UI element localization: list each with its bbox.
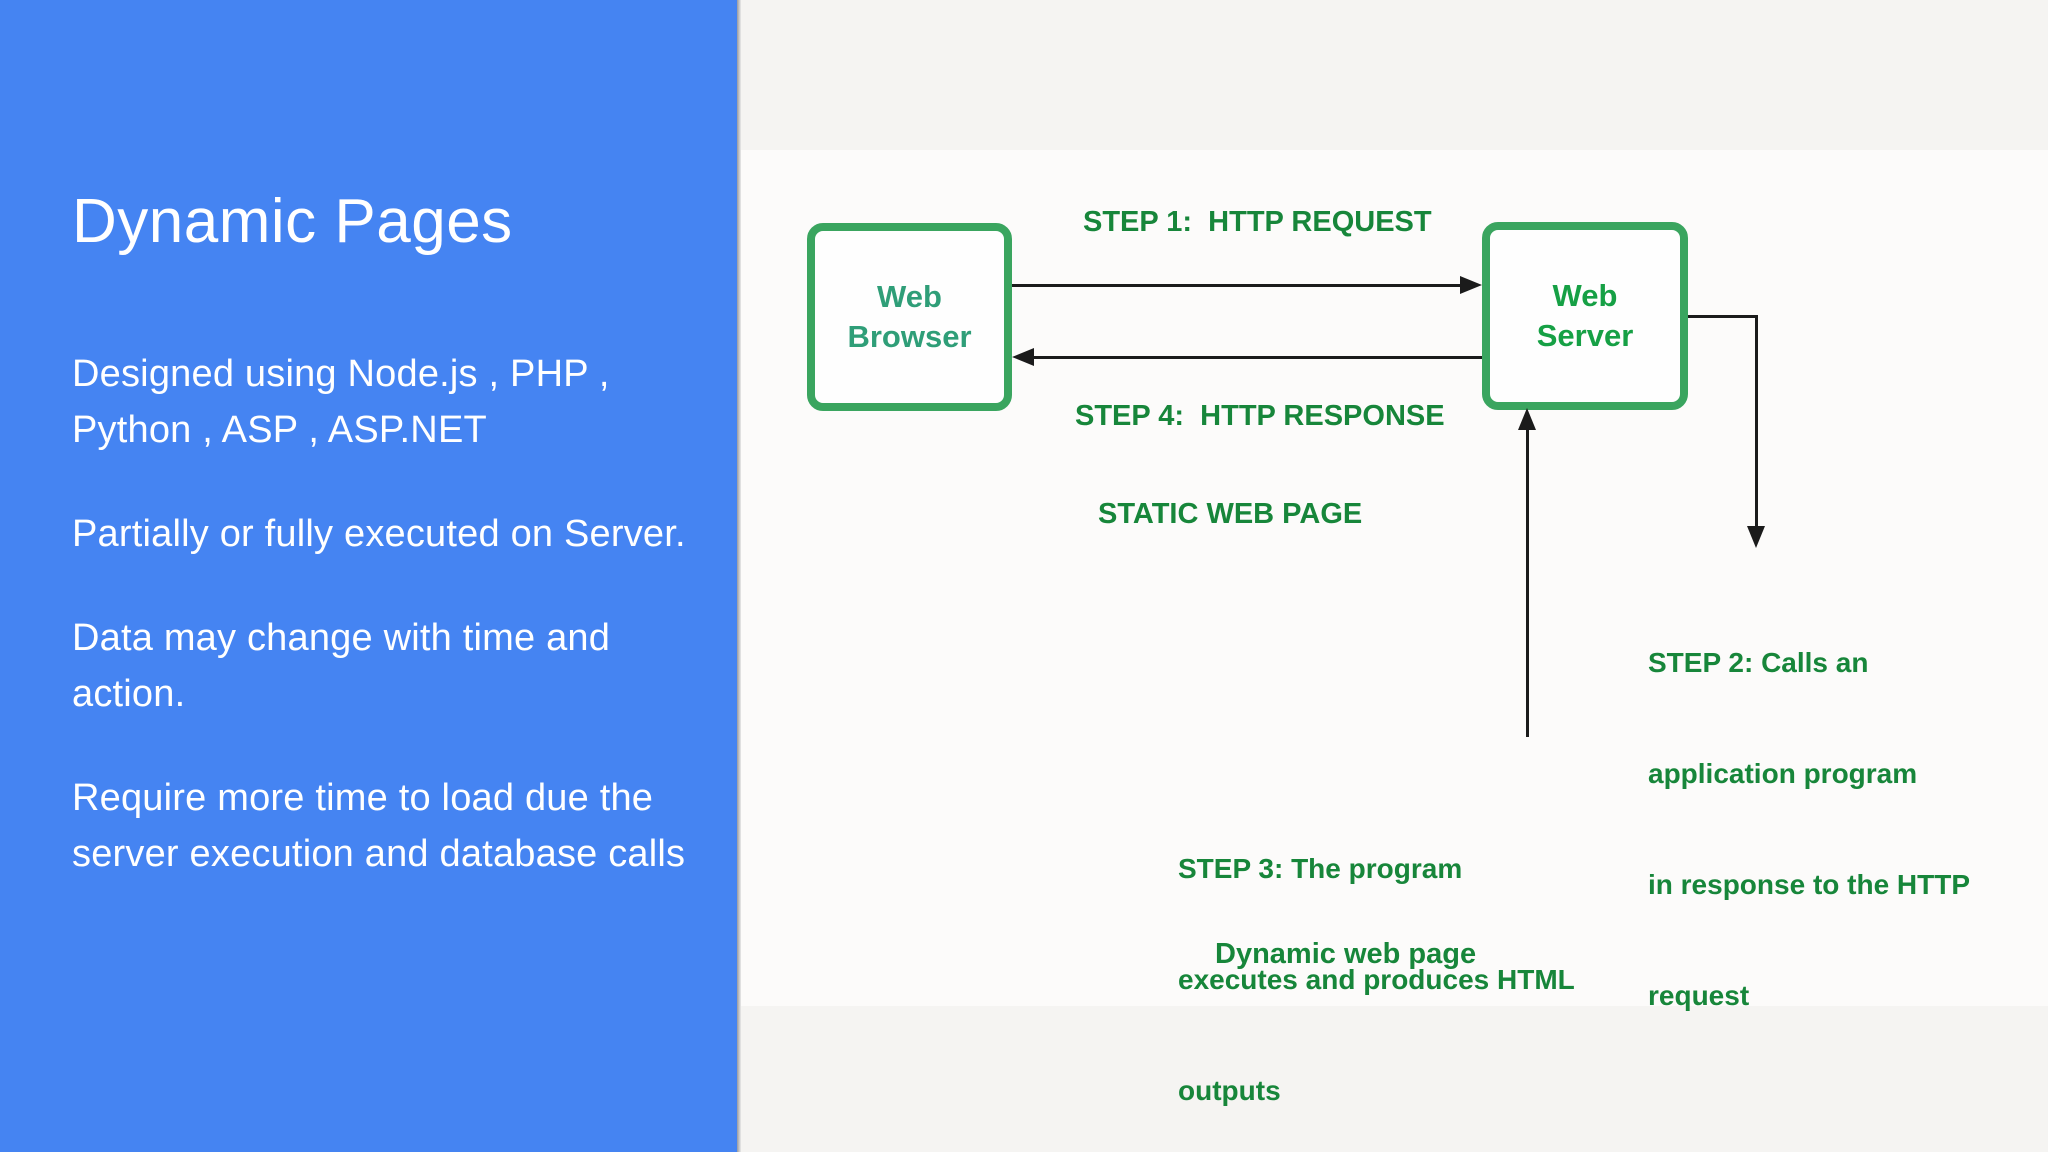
step2-elbow-horizontal-line [1688, 315, 1758, 318]
panel-divider [737, 0, 741, 1152]
left-panel: Dynamic Pages Designed using Node.js , P… [0, 0, 737, 1152]
step2-caption-line: application program [1648, 758, 1918, 789]
arrow-down-icon [1747, 526, 1765, 548]
step2-caption-line: request [1648, 980, 1750, 1011]
arrow-right-icon [1460, 276, 1482, 294]
step1-caption: STEP 1: HTTP REQUEST [1083, 206, 1432, 238]
bullet-list: Designed using Node.js , PHP , Python , … [72, 346, 700, 930]
web-browser-label: Web [877, 279, 942, 314]
step3-caption-line: STEP 3: The program [1178, 853, 1463, 884]
bullet-paragraph: Designed using Node.js , PHP , Python , … [72, 353, 610, 451]
page-title: Dynamic Pages [72, 187, 513, 256]
web-server-label: Server [1536, 318, 1634, 353]
arrow-up-icon [1518, 408, 1536, 430]
web-browser-node: Web Browser [807, 223, 1012, 411]
step3-caption: STEP 3: The program executes and produce… [1178, 776, 1575, 1152]
step2-caption-line: in response to the HTTP [1648, 869, 1971, 900]
bullet-paragraph: Data may change with time and action. [72, 617, 611, 715]
bullet-paragraph: Partially or fully executed on Server. [72, 513, 686, 555]
step2-caption-line: STEP 2: Calls an [1648, 647, 1869, 678]
http-response-arrow-line [1032, 356, 1482, 359]
step3-caption-line: outputs [1178, 1075, 1281, 1106]
web-server-node: Web Server [1482, 222, 1688, 410]
arrow-left-icon [1012, 348, 1034, 366]
dynamic-web-page-caption: Dynamic web page [1215, 938, 1477, 970]
step4-caption: STEP 4: HTTP RESPONSE [1075, 400, 1445, 432]
web-browser-label: Browser [847, 319, 972, 354]
step3-arrow-line [1526, 430, 1529, 737]
step3-caption-line: executes and produces HTML [1178, 964, 1575, 995]
bullet-paragraph: Require more time to load due the server… [72, 777, 686, 875]
step2-elbow-vertical-line [1755, 315, 1758, 527]
http-request-arrow-line [1012, 284, 1462, 287]
web-server-label: Web [1552, 278, 1618, 313]
static-web-page-caption: STATIC WEB PAGE [1098, 498, 1363, 530]
step2-caption: STEP 2: Calls an application program in … [1648, 570, 1970, 1088]
